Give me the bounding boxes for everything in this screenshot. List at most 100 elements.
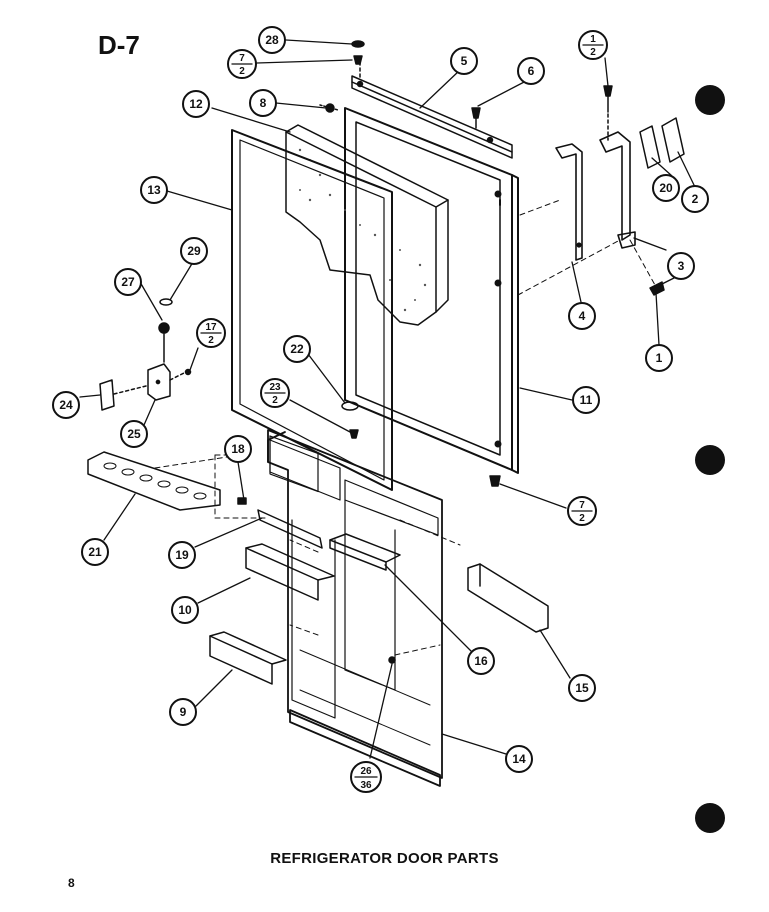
part-10-shelf-bar xyxy=(245,543,335,601)
part-5-top-channel xyxy=(351,61,513,159)
part-21-egg-tray xyxy=(87,451,221,511)
callout-7-2-top: 72 xyxy=(227,49,257,79)
part-16-shelf xyxy=(329,533,401,571)
callout-10: 10 xyxy=(171,596,199,624)
svg-text:12: 12 xyxy=(189,97,203,111)
callout-7-2-bottom: 72 xyxy=(567,496,597,526)
callout-28: 28 xyxy=(258,26,286,54)
part-25-hinge-block xyxy=(147,363,192,401)
part-27-hinge-pin xyxy=(158,322,170,363)
svg-text:8: 8 xyxy=(260,96,267,110)
callout-17-2: 172 xyxy=(196,318,226,348)
callouts: 28 72 5 6 12 12 8 13 20 2 3 29 27 4 172 … xyxy=(52,26,709,793)
svg-text:2: 2 xyxy=(590,47,596,58)
svg-text:25: 25 xyxy=(127,427,141,441)
callout-16: 16 xyxy=(467,647,495,675)
svg-text:4: 4 xyxy=(579,309,586,323)
callout-20: 20 xyxy=(652,174,680,202)
part-20-shim xyxy=(639,125,661,169)
part-28-washer xyxy=(351,40,365,65)
page-number: 8 xyxy=(68,876,75,890)
svg-text:11: 11 xyxy=(580,393,593,407)
svg-text:18: 18 xyxy=(231,442,245,456)
part-26-36-screw xyxy=(388,656,396,664)
callout-23-2: 232 xyxy=(260,378,290,408)
callout-3: 3 xyxy=(667,252,695,280)
part-15-door-rail xyxy=(467,563,549,633)
part-13-gasket xyxy=(231,129,393,491)
part-29-washer xyxy=(159,298,173,306)
part-6-screw xyxy=(471,107,481,129)
callout-8: 8 xyxy=(249,89,277,117)
callout-18: 18 xyxy=(224,435,252,463)
svg-text:36: 36 xyxy=(360,780,372,791)
svg-text:2: 2 xyxy=(239,66,245,77)
svg-text:28: 28 xyxy=(265,33,279,47)
screw-1 xyxy=(649,275,679,296)
svg-text:19: 19 xyxy=(175,548,189,562)
alignment-lines xyxy=(154,199,656,656)
svg-text:26: 26 xyxy=(360,766,372,777)
callout-4: 4 xyxy=(568,302,596,330)
svg-text:3: 3 xyxy=(678,259,685,273)
callout-19: 19 xyxy=(168,541,196,569)
svg-text:2: 2 xyxy=(208,335,214,346)
part-9-shelf-bar xyxy=(209,631,287,685)
svg-text:2: 2 xyxy=(272,395,278,406)
svg-text:15: 15 xyxy=(575,681,589,695)
svg-text:1: 1 xyxy=(656,351,663,365)
callout-5: 5 xyxy=(450,47,478,75)
callout-27: 27 xyxy=(114,268,142,296)
callout-24: 24 xyxy=(52,391,80,419)
svg-text:9: 9 xyxy=(180,705,187,719)
callout-6: 6 xyxy=(517,57,545,85)
svg-text:16: 16 xyxy=(474,654,488,668)
svg-text:24: 24 xyxy=(59,398,73,412)
svg-text:2: 2 xyxy=(579,513,585,524)
part-14-door-liner xyxy=(267,429,443,787)
binding-hole xyxy=(695,803,725,833)
svg-text:7: 7 xyxy=(239,53,245,64)
callout-14: 14 xyxy=(505,745,533,773)
part-4-hinge-bracket xyxy=(555,143,583,261)
callout-1-2: 12 xyxy=(578,30,608,60)
callout-13: 13 xyxy=(140,176,168,204)
binding-hole xyxy=(695,85,725,115)
callout-1: 1 xyxy=(645,344,673,372)
callout-21: 21 xyxy=(81,538,109,566)
part-12-insulation xyxy=(285,124,449,326)
svg-text:1: 1 xyxy=(590,34,596,45)
callout-29: 29 xyxy=(180,237,208,265)
part-2-shim xyxy=(661,117,685,163)
svg-text:2: 2 xyxy=(692,192,699,206)
binding-holes xyxy=(695,85,725,833)
part-3-hinge xyxy=(599,131,636,249)
svg-text:23: 23 xyxy=(269,382,281,393)
svg-text:27: 27 xyxy=(121,275,135,289)
svg-text:29: 29 xyxy=(187,244,201,258)
part-7-2-bottom-screw xyxy=(489,475,501,487)
part-24-plate xyxy=(99,379,147,411)
callout-15: 15 xyxy=(568,674,596,702)
part-19-retainer xyxy=(257,509,323,549)
callout-11: 11 xyxy=(572,386,600,414)
callout-12: 12 xyxy=(182,90,210,118)
part-11-outer-frame xyxy=(344,107,519,474)
svg-text:5: 5 xyxy=(461,54,468,68)
diagram-caption: REFRIGERATOR DOOR PARTS xyxy=(270,850,499,867)
callout-2: 2 xyxy=(681,185,709,213)
svg-text:13: 13 xyxy=(147,183,161,197)
part-23-2-screw xyxy=(349,429,359,439)
svg-text:20: 20 xyxy=(659,181,673,195)
svg-text:7: 7 xyxy=(579,500,585,511)
callout-25: 25 xyxy=(120,420,148,448)
part-22-fastener xyxy=(341,401,359,411)
svg-text:14: 14 xyxy=(512,752,526,766)
callout-9: 9 xyxy=(169,698,197,726)
diagram-label: D-7 xyxy=(98,30,140,60)
leader-lines xyxy=(79,39,695,759)
binding-hole xyxy=(695,445,725,475)
part-18-clip xyxy=(237,497,247,505)
